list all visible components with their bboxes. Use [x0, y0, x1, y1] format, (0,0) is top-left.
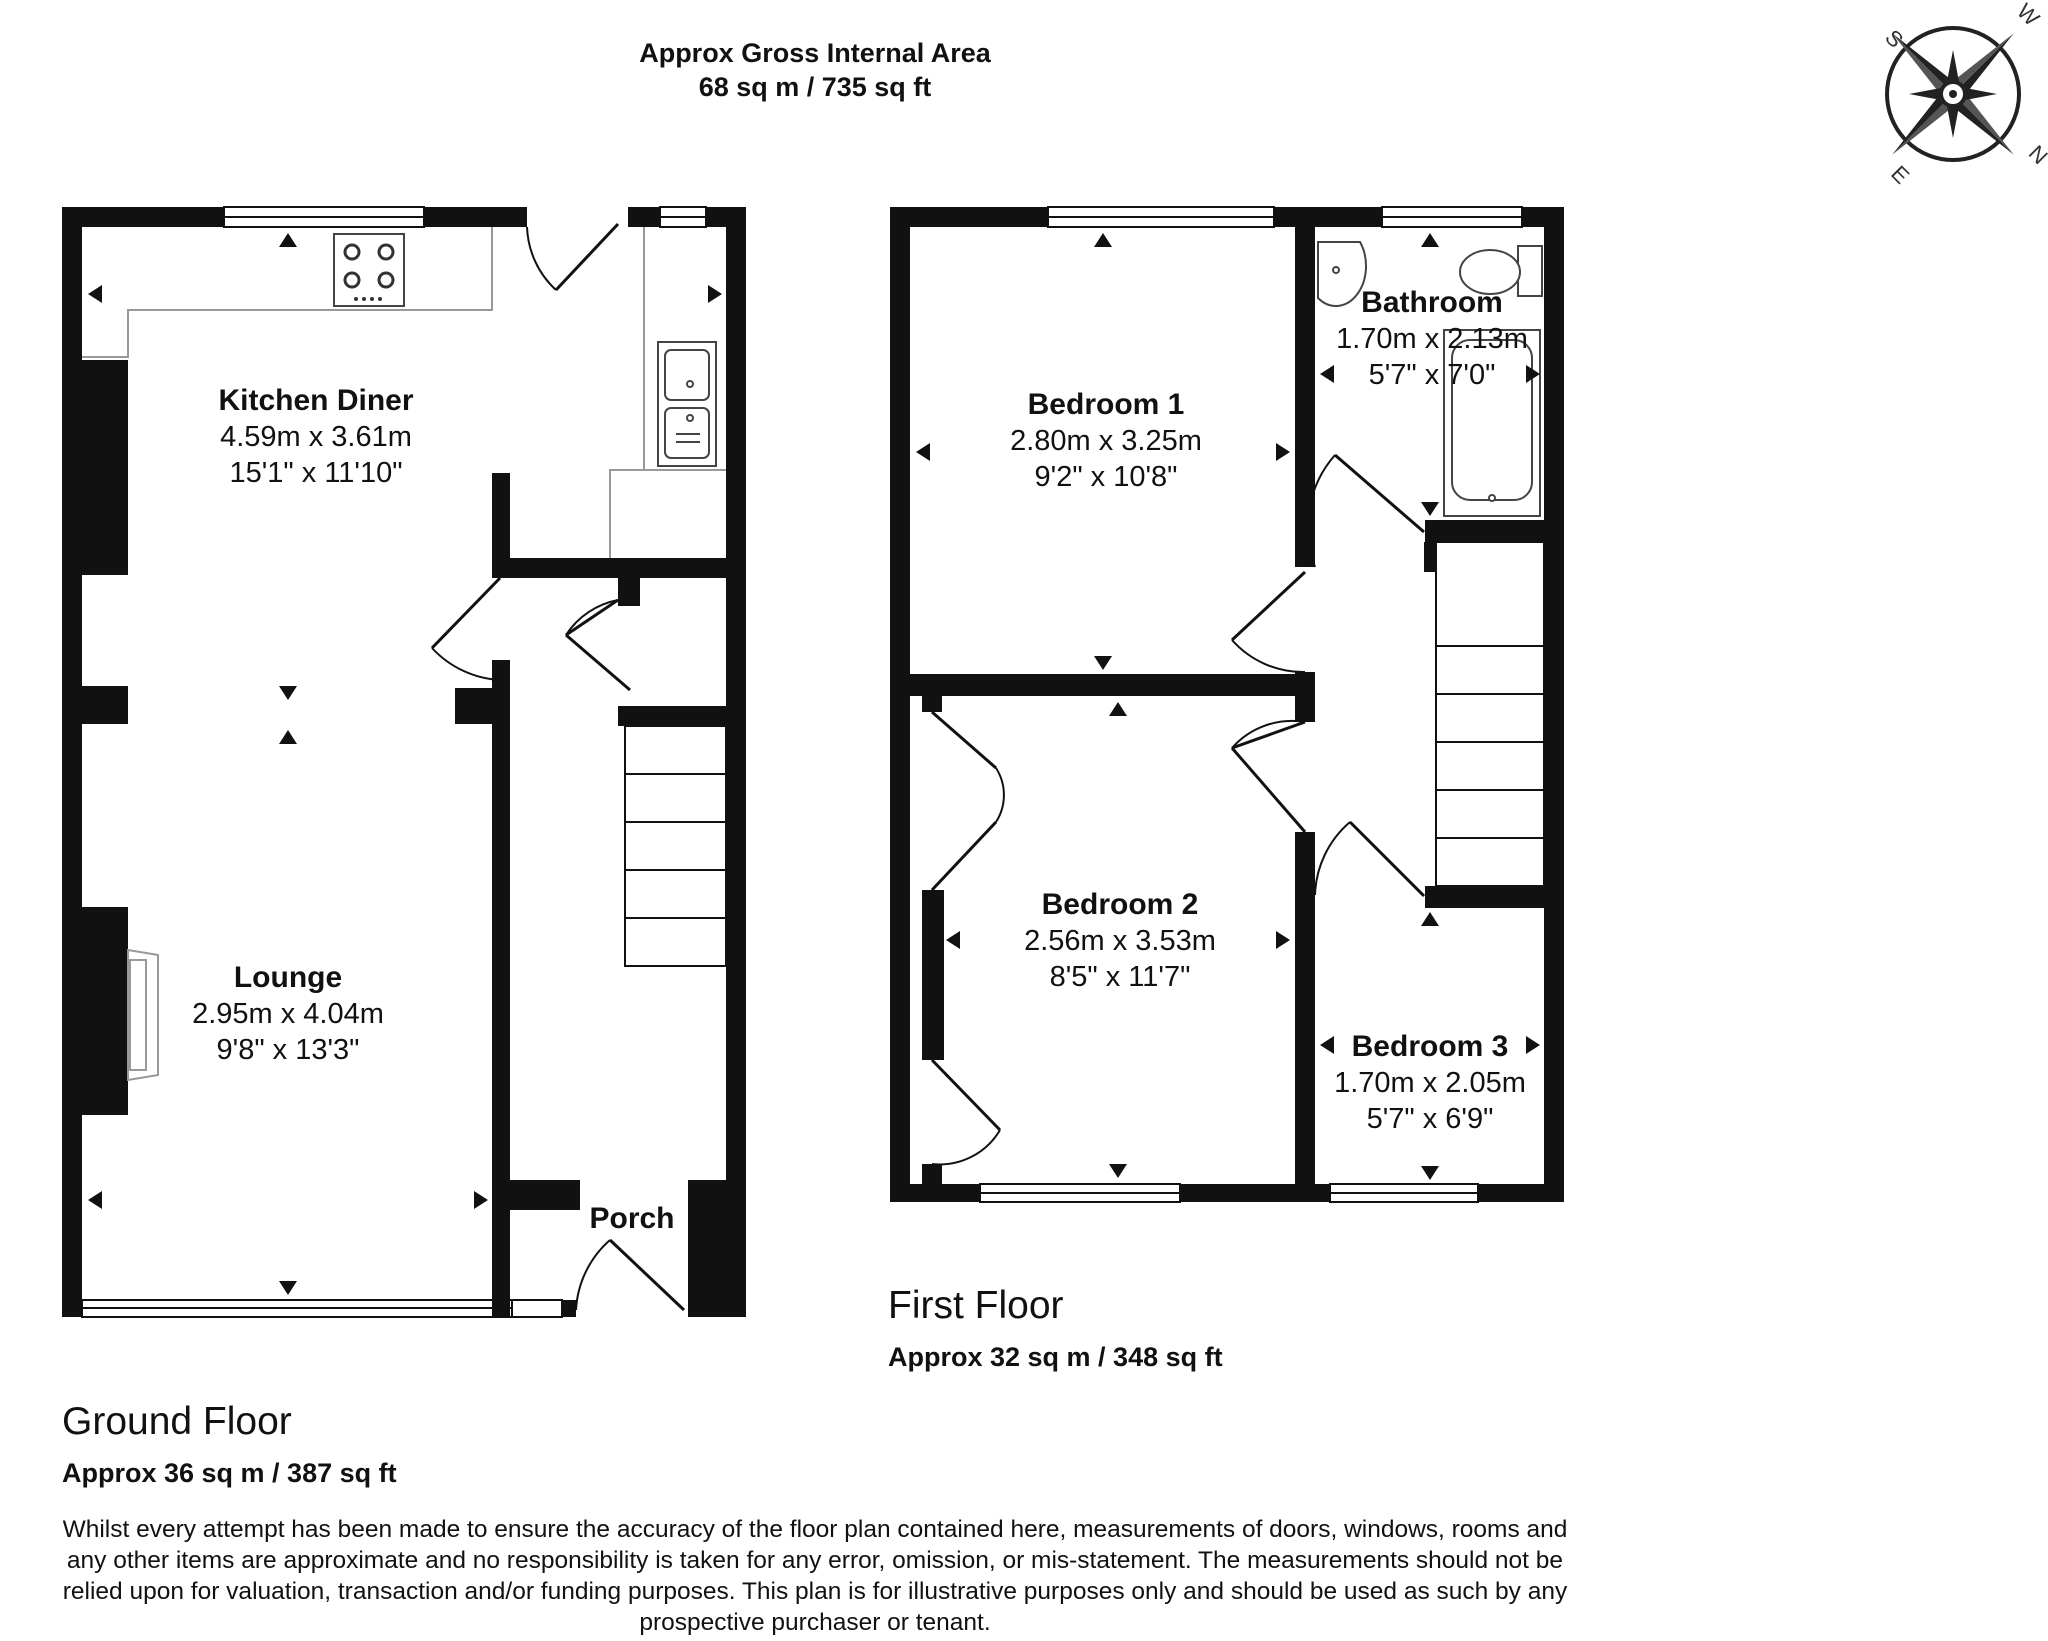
hob-icon: [333, 233, 405, 307]
gross-area-value: 68 sq m / 735 sq ft: [698, 72, 932, 102]
ground-floor-title: Ground Floor: [62, 1400, 292, 1443]
first-floor-area: Approx 32 sq m / 348 sq ft: [888, 1342, 1223, 1372]
disclaimer: Whilst every attempt has been made to en…: [0, 1514, 1630, 1638]
compass-n-label: N: [2024, 140, 2048, 169]
room-name-lounge: Lounge: [234, 961, 342, 994]
kitchen-worktops: [82, 227, 726, 560]
room-name-porch: Porch: [589, 1202, 674, 1235]
room-name-bedroom-2: Bedroom 2: [1042, 888, 1199, 921]
room-name-kitchen-diner: Kitchen Diner: [218, 384, 413, 417]
ground-staircase: [624, 725, 727, 967]
gross-internal-area: Approx Gross Internal Area 68 sq m / 735…: [0, 36, 1630, 104]
fireplace-icon: [127, 948, 159, 1082]
compass-w-label: W: [2012, 0, 2045, 31]
compass-rose-icon: W N S E: [1880, 0, 2048, 189]
gross-area-label: Approx Gross Internal Area: [639, 38, 991, 68]
room-metric-lounge: 2.95m x 4.04m: [192, 998, 384, 1030]
room-metric-bedroom-1: 2.80m x 3.25m: [1010, 425, 1202, 457]
room-imperial-bedroom-2: 8'5" x 11'7": [1050, 961, 1191, 993]
room-metric-kitchen-diner: 4.59m x 3.61m: [220, 421, 412, 453]
room-name-bathroom: Bathroom: [1361, 286, 1503, 319]
toilet-icon: [1459, 245, 1543, 297]
room-metric-bathroom: 1.70m x 2.13m: [1336, 323, 1528, 355]
room-metric-bedroom-3: 1.70m x 2.05m: [1334, 1067, 1526, 1099]
room-imperial-bathroom: 5'7" x 7'0": [1369, 359, 1496, 391]
disclaimer-line: relied upon for valuation, transaction a…: [62, 1578, 1568, 1605]
first-measurement-markers: [916, 233, 1540, 1180]
first-windows: [979, 206, 1523, 1203]
first-staircase: [1435, 541, 1545, 887]
disclaimer-line: any other items are approximate and no r…: [66, 1547, 1564, 1574]
disclaimer-line: prospective purchaser or tenant.: [639, 1609, 991, 1636]
sink-icon: [657, 341, 717, 467]
bathtub-icon: [1443, 329, 1541, 517]
first-floor-plan: Bedroom 1 2.80m x 3.25m 9'2" x 10'8" Bat…: [890, 206, 1564, 1203]
ground-windows: [81, 206, 707, 1318]
compass-e-label: E: [1886, 161, 1914, 189]
room-imperial-kitchen-diner: 15'1" x 11'10": [229, 457, 402, 489]
room-imperial-bedroom-1: 9'2" x 10'8": [1035, 461, 1178, 493]
room-name-bedroom-1: Bedroom 1: [1028, 388, 1185, 421]
disclaimer-line: Whilst every attempt has been made to en…: [62, 1516, 1568, 1543]
first-doors: [930, 453, 1426, 1166]
ground-floor-plan: Kitchen Diner 4.59m x 3.61m 15'1" x 11'1…: [62, 206, 746, 1318]
first-floor-title: First Floor: [888, 1284, 1064, 1327]
ground-floor-area: Approx 36 sq m / 387 sq ft: [62, 1458, 397, 1488]
room-imperial-bedroom-3: 5'7" x 6'9": [1367, 1103, 1494, 1135]
ground-doors: [430, 222, 686, 1312]
basin-icon: [1317, 241, 1367, 307]
room-imperial-lounge: 9'8" x 13'3": [217, 1034, 360, 1066]
ground-measurement-markers: [88, 233, 722, 1295]
room-name-bedroom-3: Bedroom 3: [1352, 1030, 1509, 1063]
room-metric-bedroom-2: 2.56m x 3.53m: [1024, 925, 1216, 957]
ground-internal-walls: [455, 473, 746, 1317]
